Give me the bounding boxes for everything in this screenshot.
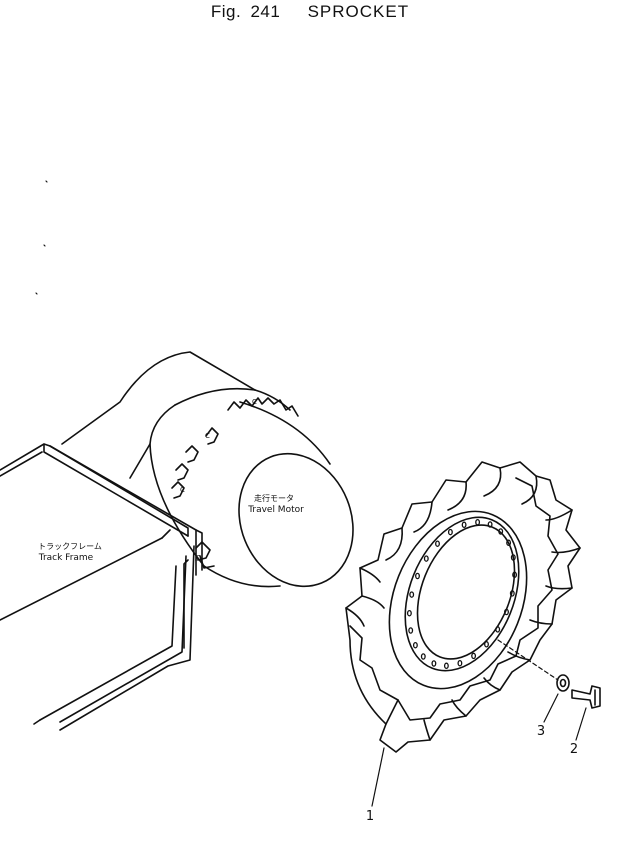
figure-number: 241	[250, 2, 281, 21]
washer	[556, 674, 570, 692]
bolt-hole	[431, 660, 437, 667]
bolt-hole	[457, 659, 463, 667]
leader-lines	[371, 639, 587, 807]
bolt-hole	[504, 608, 509, 616]
svg-text:C: C	[196, 554, 201, 562]
callout-sprocket: 1	[366, 809, 374, 824]
bolt-hole	[498, 528, 504, 535]
bolt-hole	[475, 518, 481, 526]
figure-title: Fig. 241 SPROCKET	[0, 2, 620, 22]
svg-text:C: C	[205, 432, 210, 440]
travel-motor-label-jp: 走行モータ	[254, 493, 294, 503]
figure-prefix: Fig.	[210, 2, 242, 21]
bolt-hole	[487, 521, 493, 528]
figure-name: SPROCKET	[307, 2, 410, 21]
sprocket	[345, 461, 581, 753]
travel-motor-label: Travel Motor	[247, 505, 304, 515]
bolt-hole	[447, 528, 453, 536]
bolt-hole	[435, 540, 440, 547]
bolt-hole	[409, 591, 415, 598]
sprocket-bolt-holes	[406, 518, 518, 670]
travel-motor: C C C C	[61, 351, 354, 588]
bolt-hole	[406, 609, 412, 617]
bolt-hole	[423, 555, 429, 562]
bolt-hole	[484, 641, 489, 648]
bolt	[571, 685, 601, 709]
svg-text:C: C	[180, 486, 185, 494]
bolt-hole	[510, 554, 516, 561]
svg-text:C: C	[252, 398, 257, 406]
bolt-hole	[415, 572, 420, 580]
bolt-hole	[443, 662, 449, 670]
bolt-hole	[512, 571, 518, 579]
track-frame-label: Track Frame	[38, 553, 94, 563]
bolt-hole	[495, 626, 501, 633]
bolt-hole	[509, 590, 515, 597]
bolt-hole	[506, 539, 512, 547]
track-frame	[0, 443, 203, 731]
bolt-hole	[461, 521, 467, 529]
paper-specks	[35, 180, 48, 295]
track-frame-label-jp: トラックフレーム	[38, 542, 102, 551]
bolt-hole	[420, 653, 426, 660]
callout-washer: 3	[537, 724, 545, 739]
bolt-hole	[408, 627, 414, 634]
callout-bolt: 2	[570, 742, 578, 757]
bolt-hole	[471, 652, 477, 660]
bolt-hole	[412, 641, 418, 649]
